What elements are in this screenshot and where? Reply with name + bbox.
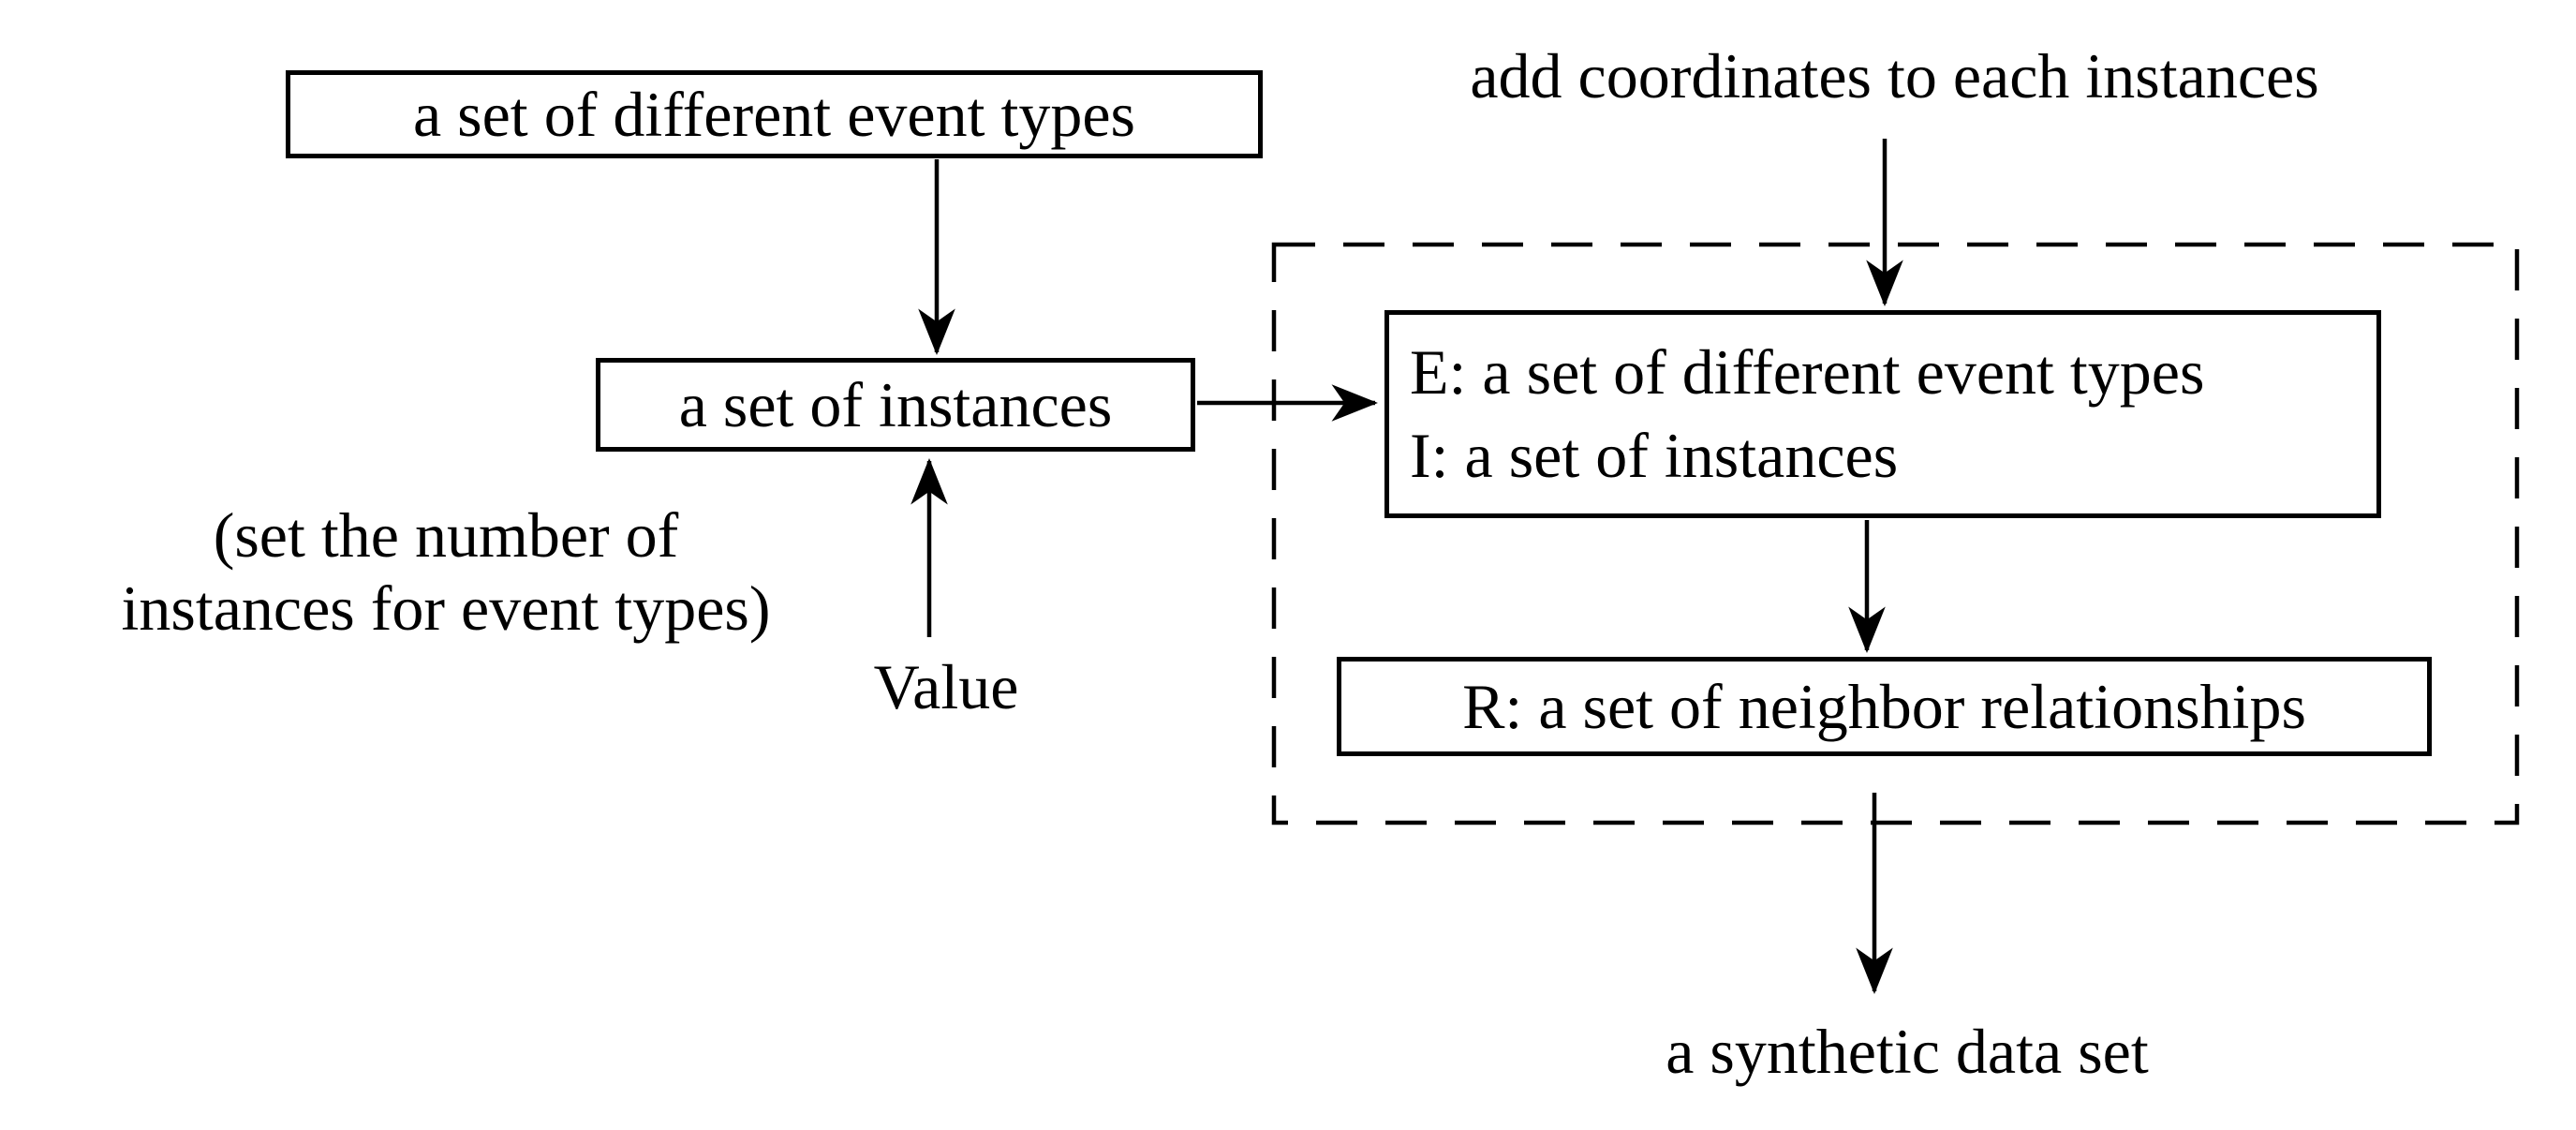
set-number-line2: instances for event types) (121, 572, 771, 644)
relationships-box: R: a set of neighbor relationships (1337, 657, 2432, 756)
instances-label: a set of instances (678, 368, 1113, 440)
synthetic-data-set-caption: a synthetic data set (1666, 1016, 2149, 1087)
value-caption: Value (873, 651, 1019, 722)
relationships-label: R: a set of neighbor relationships (1462, 670, 2306, 742)
set-number-caption: (set the number of instances for event t… (34, 498, 858, 645)
ei-line-event-types: E: a set of different event types (1410, 336, 2205, 409)
add-coordinates-caption: add coordinates to each instances (1470, 40, 2319, 112)
ei-box: E: a set of different event types I: a s… (1384, 310, 2381, 518)
event-types-label: a set of different event types (412, 78, 1135, 150)
instances-box: a set of instances (596, 358, 1195, 452)
event-types-box: a set of different event types (286, 70, 1263, 158)
dashed-group-box (1271, 242, 2520, 825)
ei-line-instances: I: a set of instances (1410, 420, 1899, 491)
set-number-line1: (set the number of (213, 499, 679, 571)
